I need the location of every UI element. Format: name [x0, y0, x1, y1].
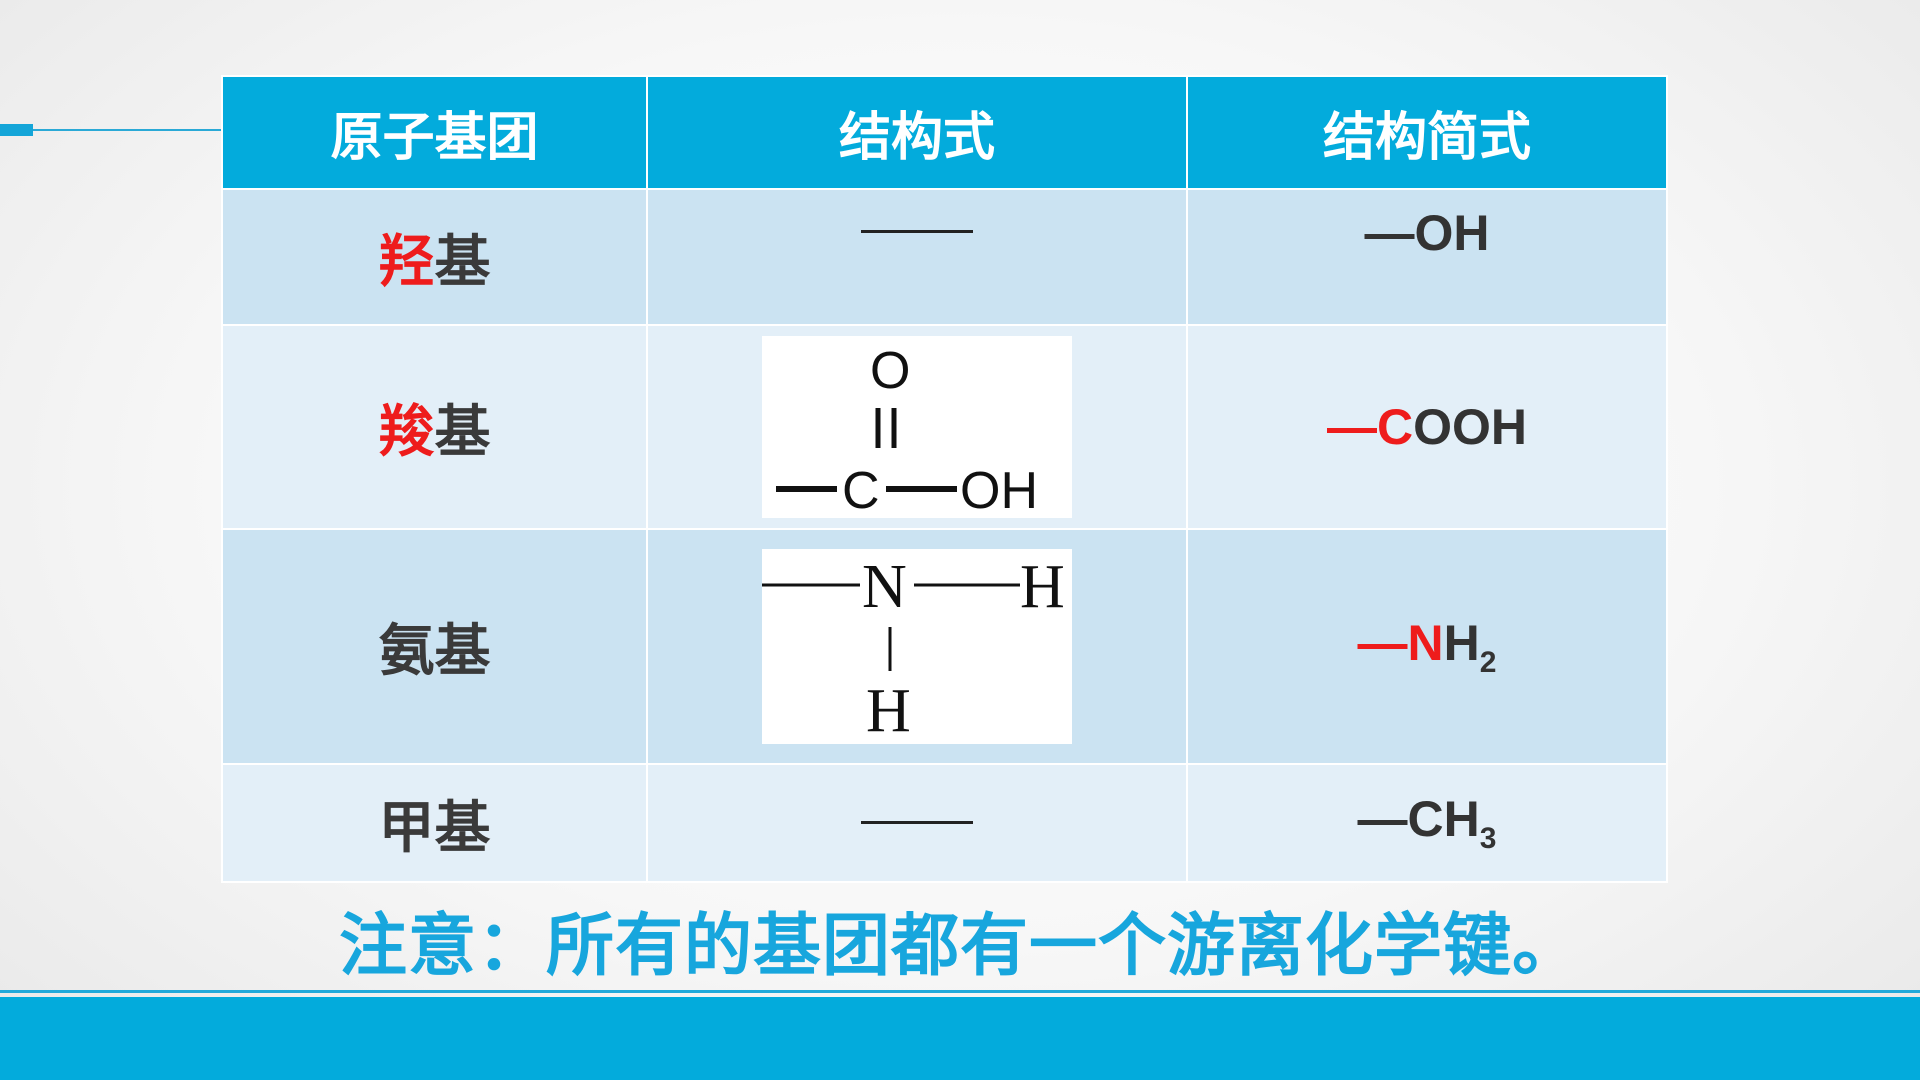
structure-cell: [646, 763, 1188, 883]
structure-dash: [861, 821, 973, 825]
amino-hydrogen-right: H: [1020, 553, 1065, 621]
table-row: 羧基 O C OH —COOH: [221, 324, 1668, 530]
formula-bond: —: [1364, 205, 1415, 261]
table-row: 羟基 —OH: [221, 188, 1668, 326]
structure-cell: [646, 188, 1188, 326]
structure-cell: O C OH: [646, 324, 1188, 530]
formula-text: H: [1443, 614, 1480, 671]
table-header-row: 原子基团 结构式 结构简式: [221, 75, 1668, 190]
header-accent-tab: [0, 124, 33, 136]
group-name-highlight: 羟: [378, 229, 435, 293]
functional-groups-table: 原子基团 结构式 结构简式 羟基 —OH 羧基 O: [221, 75, 1668, 883]
formula-text: —CH: [1357, 791, 1480, 847]
carboxyl-carbon: C: [842, 462, 880, 518]
short-formula: —NH2: [1186, 528, 1668, 765]
structure-dash: [861, 230, 973, 233]
formula-bond: —C: [1326, 399, 1414, 455]
short-formula: —OH: [1186, 188, 1668, 326]
formula-bond: —N: [1357, 614, 1444, 671]
short-formula: —CH3: [1186, 763, 1668, 883]
group-name-rest: 甲基: [378, 795, 491, 859]
header-accent-line: [0, 129, 221, 131]
amino-nitrogen: N: [862, 553, 907, 621]
footer-thin-line: [0, 990, 1920, 993]
formula-subscript: 2: [1479, 645, 1497, 679]
note-text: 注意：所有的基团都有一个游离化学键。: [338, 908, 1581, 984]
group-name: 甲基: [221, 763, 648, 883]
header-group: 原子基团: [221, 75, 648, 190]
amino-hydrogen-bottom: H: [866, 677, 911, 744]
amino-structure-image: N H H: [762, 549, 1072, 745]
carboxyl-structure-svg: O C OH: [776, 342, 1038, 520]
group-name: 氨基: [221, 528, 648, 765]
formula-subscript: 3: [1479, 822, 1497, 855]
group-name-rest: 基: [434, 399, 491, 463]
footer-bar: [0, 997, 1920, 1080]
group-name-highlight: 羧: [378, 399, 435, 463]
carboxyl-oxygen: O: [870, 342, 910, 400]
formula-text: OH: [1414, 205, 1490, 261]
table-row: 甲基 —CH3: [221, 763, 1668, 883]
group-name-rest: 基: [434, 229, 491, 293]
carboxyl-structure-image: O C OH: [762, 336, 1072, 520]
amino-structure-svg: N H H: [762, 553, 1065, 745]
header-structure: 结构式: [646, 75, 1188, 190]
formula-text: OOH: [1413, 399, 1527, 455]
table-row: 氨基 N H H —NH2: [221, 528, 1668, 765]
carboxyl-hydroxyl: OH: [960, 462, 1038, 518]
structure-cell: N H H: [646, 528, 1188, 765]
short-formula: —COOH: [1186, 324, 1668, 530]
header-short-formula: 结构简式: [1186, 75, 1668, 190]
group-name: 羟基: [221, 188, 648, 326]
group-name-rest: 氨基: [378, 619, 491, 682]
group-name: 羧基: [221, 324, 648, 530]
